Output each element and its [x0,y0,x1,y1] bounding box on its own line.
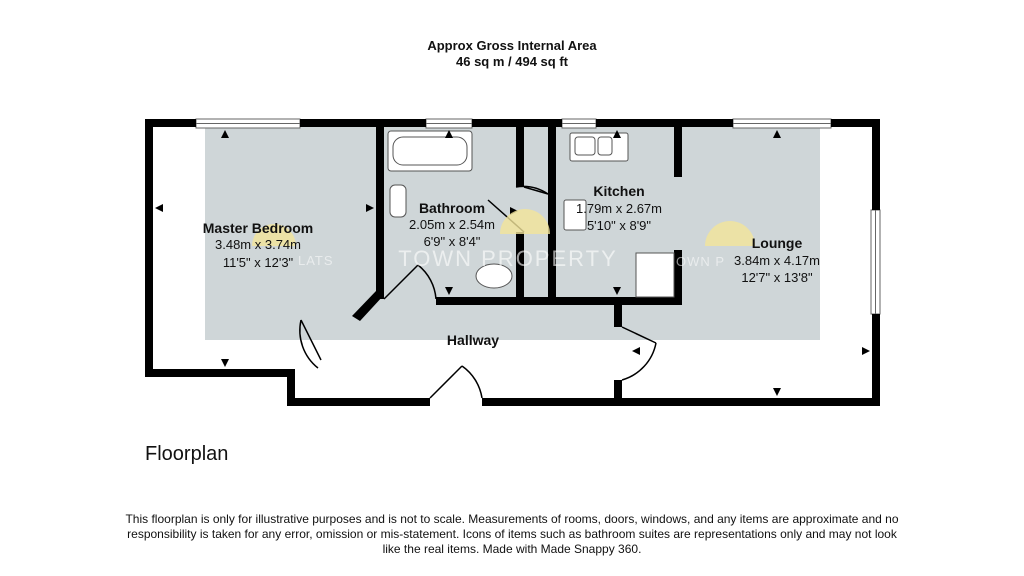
walls [145,119,880,406]
kitchen-imperial: 5'10" x 8'9" [587,218,651,233]
lounge-name: Lounge [752,235,803,251]
bathroom-name: Bathroom [419,200,485,216]
fixtures [387,130,675,298]
bathroom-imperial: 6'9" x 8'4" [424,234,481,249]
watermark-left: LATS [298,253,334,268]
floorplan-caption: Floorplan [145,443,229,465]
bathroom-metric: 2.05m x 2.54m [409,217,495,232]
kitchen-name: Kitchen [593,183,644,199]
master-bedroom-metric: 3.48m x 3.74m [215,237,301,252]
bathroom-sink [475,263,513,289]
door-swings [299,185,657,399]
area-value: 46 sq m / 494 sq ft [456,54,568,69]
measurement-arrows [155,130,870,396]
kitchen-metric: 1.79m x 2.67m [576,201,662,216]
watermark-text: TOWN PROPERTY [398,246,618,271]
master-bedroom-imperial: 11'5" x 12'3" [223,255,294,270]
hallway-name: Hallway [447,332,499,348]
watermark-right: OWN P [676,254,725,269]
area-title: Approx Gross Internal Area [427,38,597,53]
hob [563,199,587,231]
watermark-logo [252,209,755,246]
appliance-unit [635,252,675,298]
disclaimer-text: This floorplan is only for illustrative … [125,512,899,556]
area-header: Approx Gross Internal Area 46 sq m / 494… [0,38,1024,70]
toilet [389,184,407,218]
lounge-imperial: 12'7" x 13'8" [741,270,813,285]
lounge-metric: 3.84m x 4.17m [734,253,820,268]
master-bedroom-name: Master Bedroom [203,220,313,236]
